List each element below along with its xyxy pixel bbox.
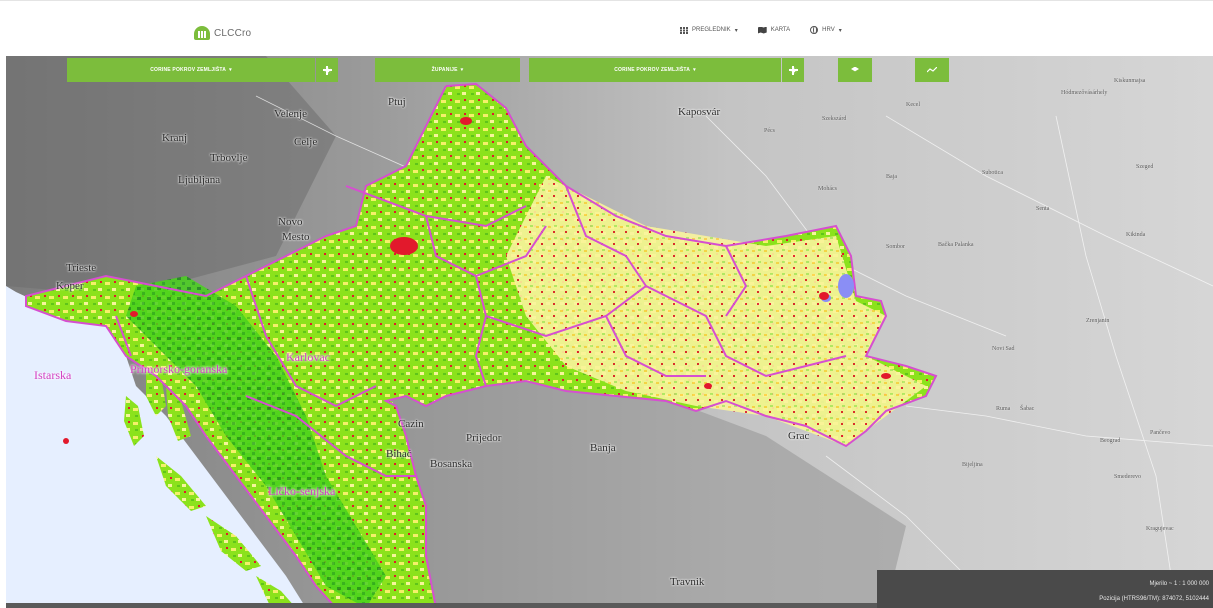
map-status-panel: Mjerilo ~ 1 : 1 000 000 Pozicija (HTRS96… [877,570,1213,608]
nav-karta-label: KARTA [770,27,791,33]
city-label: Kaposvár [678,106,721,118]
alps-relief [6,56,336,296]
place-label: Kiskunmajsa [1114,78,1146,84]
islands [124,366,296,608]
place-label: Ruma [996,406,1011,412]
city-label: Travnik [670,576,705,588]
gear-icon [322,65,332,75]
caret-down-icon: ▾ [734,27,738,34]
place-label: Zrenjanin [1086,318,1110,324]
place-label: Baja [886,174,897,180]
place-label: Smederevo [1114,474,1141,480]
place-label: Bijeljina [962,462,983,468]
place-label: Szeged [1136,164,1154,170]
nav-preglednik-label: PREGLEDNIK [692,27,731,33]
city-label: Cazin [398,418,424,430]
city-label: Kranj [162,132,188,144]
city-label: Trbovlje [210,152,248,164]
nav-preglednik[interactable]: PREGLEDNIK ▾ [680,26,738,34]
city-label: Koper [56,280,84,292]
gear-icon [788,65,798,75]
line-chart-icon [927,67,937,73]
county-borders [25,82,938,608]
corine-layer-dropdown-left[interactable]: CORINE POKROV ZEMLJIŠTA ▾ [67,58,315,82]
city-label: Celje [294,136,318,148]
place-label: Beograd [1100,438,1121,444]
map-icon [757,26,767,34]
top-nav: PREGLEDNIK ▾ KARTA HRV ▾ [680,26,842,34]
pannonian-plain-cover [506,176,926,446]
bottom-bar [6,603,877,608]
place-label: Hódmezővásárhely [1061,90,1108,96]
place-label: Pécs [764,128,775,134]
zupanije-dropdown[interactable]: ŽUPANIJE ▾ [375,58,520,82]
place-label: Kecel [906,102,920,108]
city-label: Banja [590,442,616,454]
place-label: Sombor [886,244,906,250]
zupanije-label: ŽUPANIJE [431,67,458,73]
corine-layer-right-label: CORINE POKROV ZEMLJIŠTA [614,67,691,73]
place-label: Pančevo [1150,430,1171,436]
city-label: Velenje [274,108,307,120]
place-label: Novi Sad [992,346,1015,352]
place-label: Kragujevac [1146,526,1174,532]
grid-icon [680,26,688,34]
place-label: Kikinda [1126,232,1146,238]
position-readout: Pozicija (HTRS96/TM): 874072, 5102444 [1099,596,1209,602]
place-label: Šabac [1020,406,1035,412]
map-canvas [6,56,1213,608]
place-label: Szekszárd [822,116,847,122]
city-label: Ptuj [388,96,406,108]
city-label: Prijedor [466,432,502,444]
region-label-licko-senjska: Ličko-senjska [268,484,336,498]
corine-layer-dropdown-right[interactable]: CORINE POKROV ZEMLJIŠTA ▾ [529,58,781,82]
globe-icon [810,26,819,34]
nav-language-label: HRV [822,27,835,33]
nav-karta[interactable]: KARTA [757,26,791,34]
caret-down-icon: ▾ [229,67,232,73]
settings-button-left[interactable] [316,58,338,82]
city-label: Bihać [386,448,412,460]
region-label-karlovac: Karlovac [286,350,330,364]
nav-language[interactable]: HRV ▾ [810,26,842,34]
city-label: Ljubljana [178,174,221,186]
settings-button-right[interactable] [782,58,804,82]
urban-areas [63,117,891,444]
chart-button[interactable] [915,58,949,82]
brand[interactable]: CLCCro [194,26,251,40]
place-label: Subotica [982,170,1003,176]
clccro-logo-icon [194,26,210,40]
gorski-kotar-forest [126,276,386,608]
caret-down-icon: ▾ [838,27,842,34]
city-label: Trieste [66,262,97,274]
place-label: Mohács [818,186,837,192]
place-label: Bačka Palanka [938,242,974,248]
place-label: Senta [1036,206,1050,212]
city-label: Grac [788,430,810,442]
layers-icon [851,66,859,72]
city-label: Mesto [282,231,310,243]
layers-button[interactable] [838,58,872,82]
city-label: Bosanska [430,458,473,470]
croatia-landcover [26,84,936,608]
scale-readout: Mjerilo ~ 1 : 1 000 000 [1149,581,1209,587]
adriatic-sea [6,286,306,608]
map-viewport[interactable]: Ptuj Velenje Kranj Celje Trbovlje Ljublj… [6,56,1213,608]
caret-down-icon: ▾ [460,67,464,73]
city-label: Novo [278,216,303,228]
region-label-primorsko-goranska: Primorsko-goranska [130,362,228,376]
app-header: CLCCro PREGLEDNIK ▾ KARTA HRV ▾ [0,0,1213,56]
dinaric-relief [376,356,906,608]
caret-down-icon: ▾ [693,67,696,73]
corine-layer-left-label: CORINE POKROV ZEMLJIŠTA [150,67,227,73]
region-label-istarska: Istarska [34,368,72,382]
brand-name: CLCCro [214,27,252,39]
